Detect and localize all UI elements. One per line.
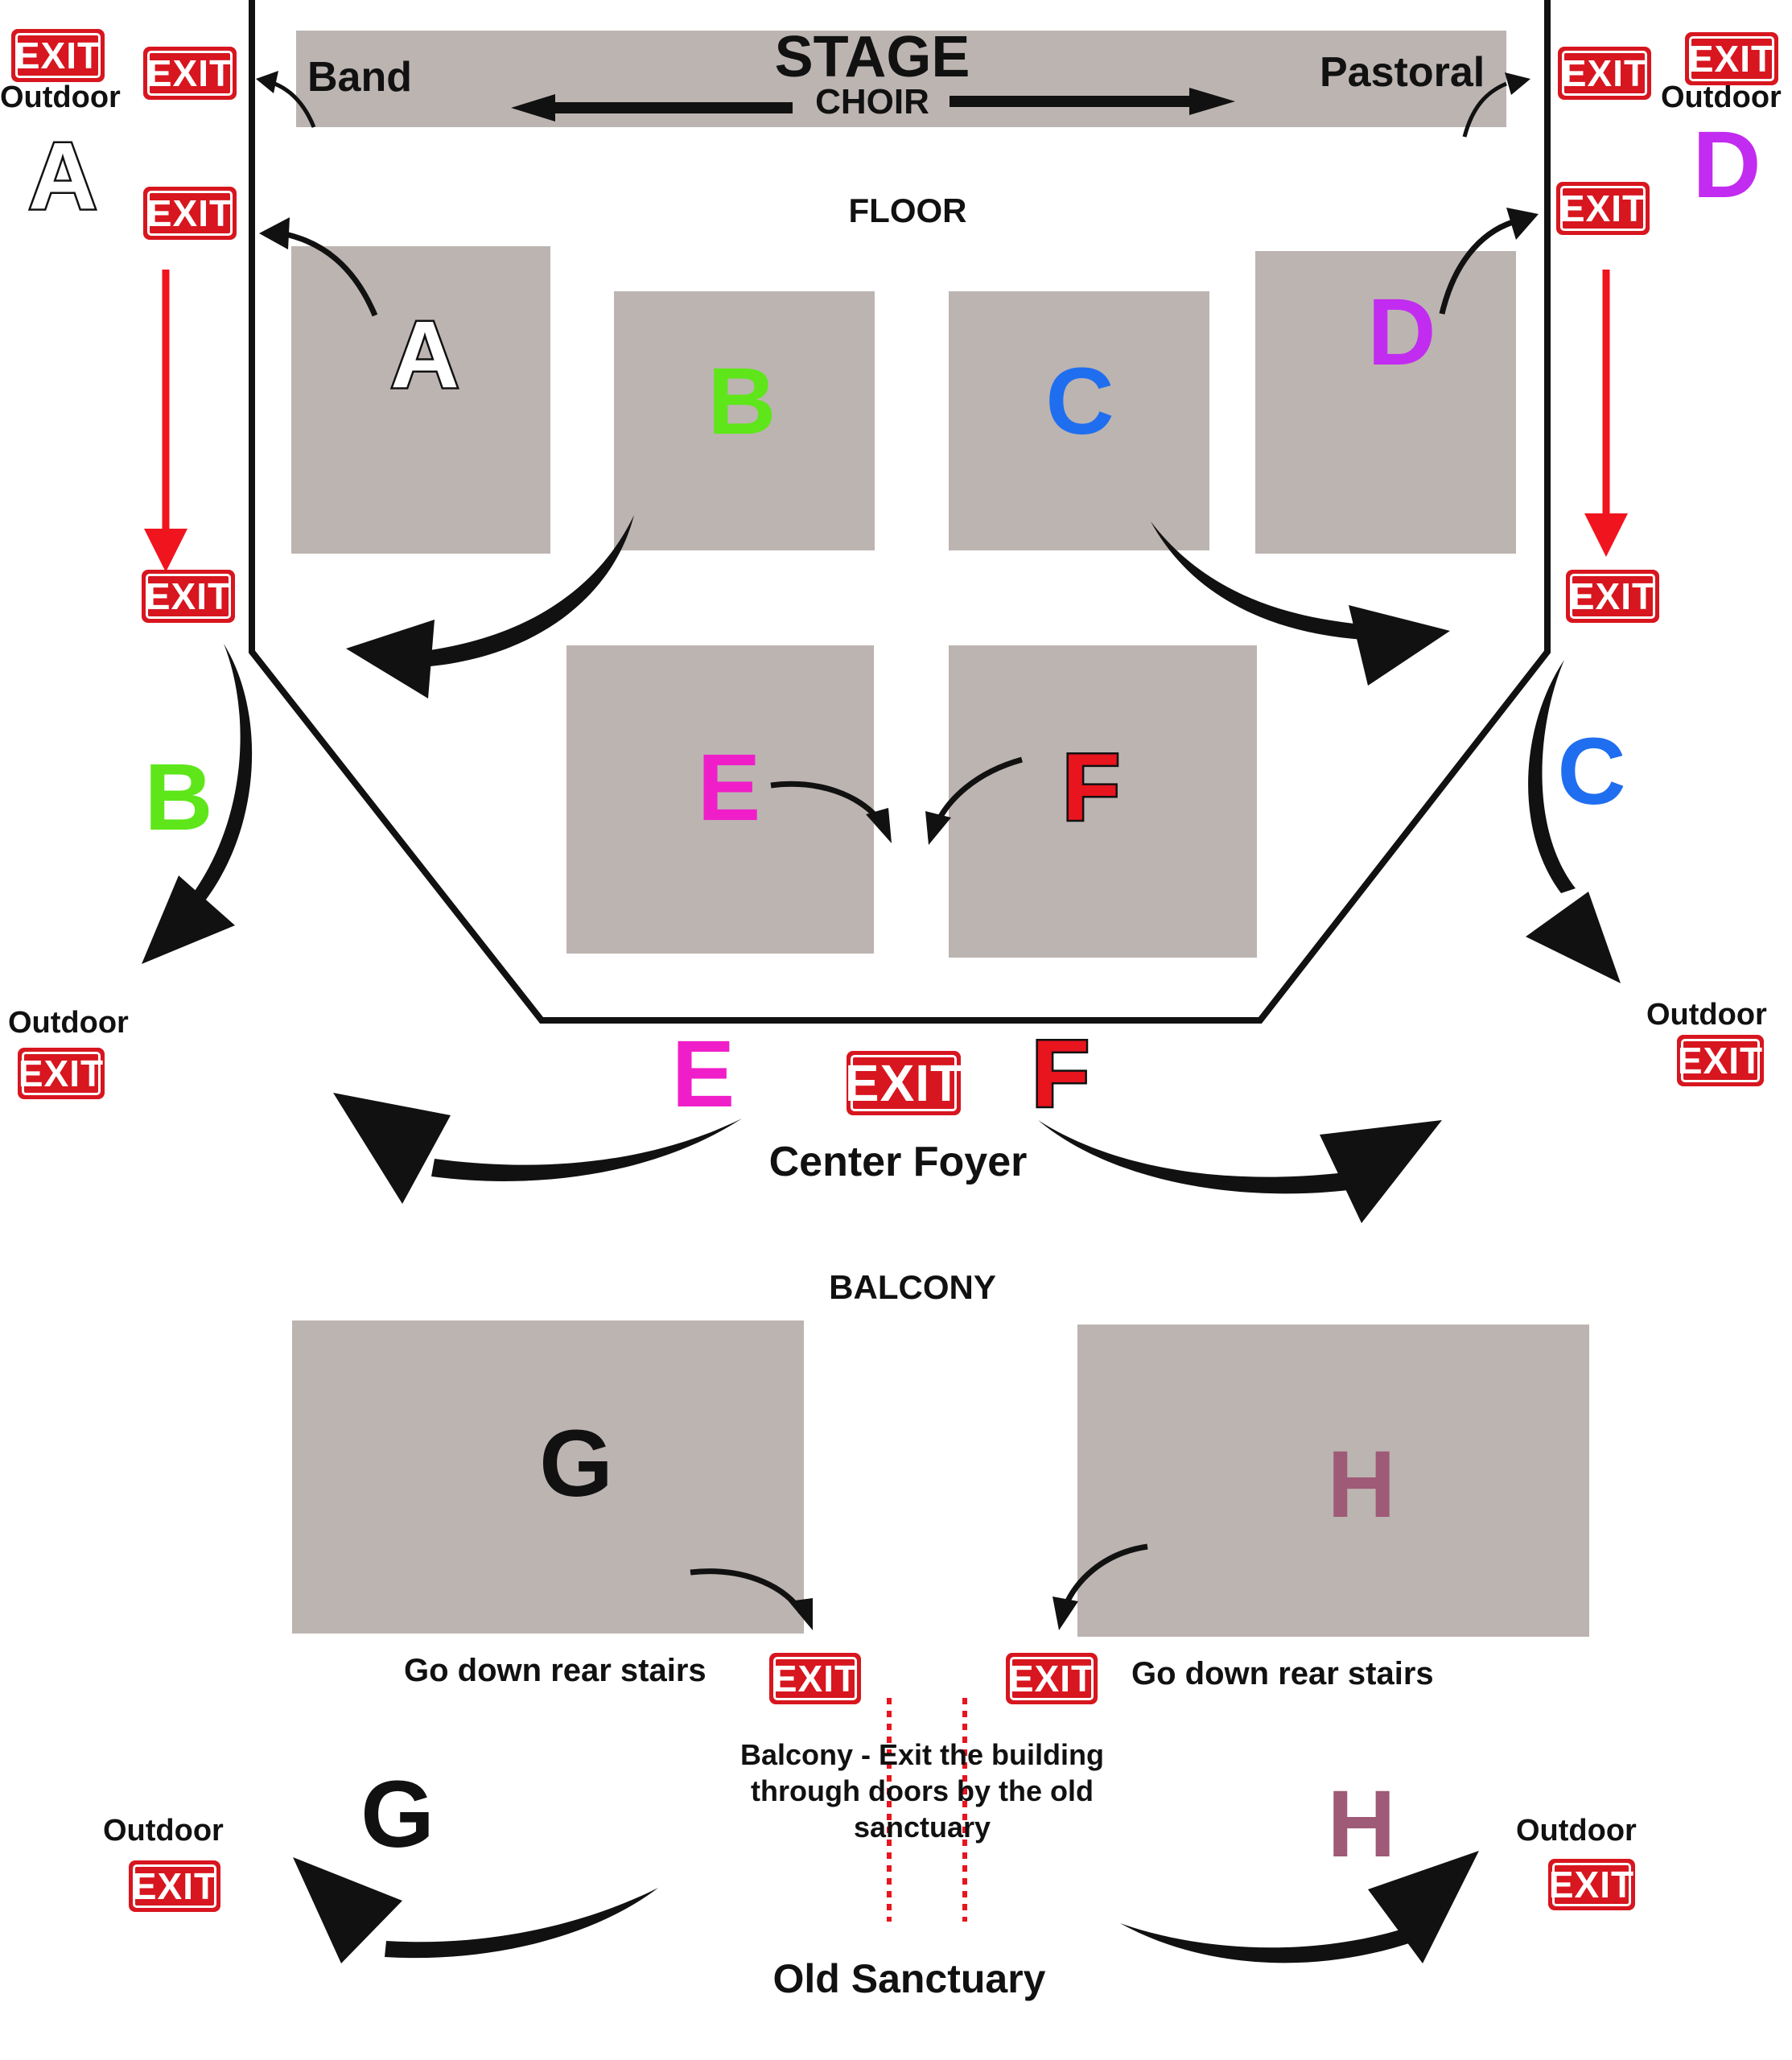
choir-arrow-right [950, 88, 1235, 115]
section-g-label: G [539, 1411, 613, 1517]
outdoor-label-bottom-left: Outdoor [103, 1814, 224, 1848]
floor-title: FLOOR [848, 192, 967, 229]
arrow-g-stairs [690, 1568, 813, 1630]
exit-sign-balcony-right: EXIT [1006, 1653, 1098, 1704]
seat-block-h [1077, 1325, 1589, 1637]
exit-sign-outdoor-right: EXIT [1677, 1035, 1764, 1086]
sanctuary-walls [249, 0, 1551, 1024]
exit-sign-balcony-left: EXIT [769, 1653, 861, 1704]
balcony-title: BALCONY [829, 1268, 996, 1306]
arrow-f-foyer [925, 756, 1023, 845]
arrow-band-exit [256, 71, 316, 128]
outdoor-label-left: Outdoor [8, 1006, 129, 1040]
route-c-label: C [1557, 719, 1626, 825]
route-h-label: H [1327, 1771, 1396, 1877]
arrow-b-outdoor [142, 644, 253, 964]
rear-stairs-left: Go down rear stairs [404, 1653, 707, 1688]
exit-sign-outdoor-top-left: EXIT [11, 29, 105, 82]
arrow-a-exit [259, 217, 378, 317]
stage-block [296, 31, 1506, 127]
exit-sign-outdoor-bottom-right: EXIT [1548, 1859, 1635, 1910]
rear-stairs-right: Go down rear stairs [1131, 1656, 1434, 1691]
arrow-c-floor [1151, 521, 1450, 686]
exit-sign-outdoor-left: EXIT [18, 1048, 105, 1099]
seat-block-b [614, 291, 875, 550]
stage-title: STAGE [774, 25, 970, 89]
section-b-label: B [707, 348, 777, 455]
exit-sign-lower-left: EXIT [142, 570, 235, 623]
route-f-label: F [1029, 1021, 1091, 1127]
route-e-label: E [671, 1021, 735, 1127]
center-foyer-label: Center Foyer [768, 1139, 1028, 1185]
exit-sign-floor-right: EXIT [1556, 182, 1650, 235]
section-a-label: A [389, 302, 461, 408]
route-a-label: A [27, 123, 99, 229]
arrow-e-foyer-outdoor [333, 1093, 742, 1204]
seat-block-f [949, 645, 1257, 958]
exit-sign-floor-left: EXIT [143, 187, 237, 240]
seat-block-e [566, 645, 874, 954]
outdoor-label-top-left: Outdoor [0, 80, 121, 114]
arrow-f-foyer-outdoor [1038, 1120, 1442, 1223]
section-e-label: E [697, 735, 761, 841]
choir-label: CHOIR [815, 82, 929, 122]
seat-block-a [291, 246, 550, 554]
balcony-exit-note: Balcony - Exit the building through door… [739, 1738, 1105, 1844]
exit-sign-pastoral: EXIT [1558, 47, 1651, 100]
choir-arrow-left [511, 94, 793, 122]
arrow-pastoral-exit [1462, 72, 1530, 138]
seat-block-g [292, 1320, 804, 1634]
band-label: Band [307, 54, 412, 101]
exit-sign-band: EXIT [143, 47, 237, 100]
arrow-d-exit [1439, 208, 1539, 315]
route-d-label: D [1692, 112, 1761, 218]
arrow-b-floor [346, 515, 634, 698]
route-b-label: B [144, 744, 213, 851]
outdoor-label-right: Outdoor [1646, 998, 1767, 1032]
exit-sign-outdoor-bottom-left: EXIT [129, 1860, 220, 1912]
pastoral-label: Pastoral [1320, 49, 1485, 96]
section-f-label: F [1060, 735, 1122, 841]
exit-sign-outdoor-top-right: EXIT [1685, 32, 1778, 85]
arrow-h-outdoor [1120, 1851, 1479, 1963]
section-h-label: H [1327, 1432, 1396, 1538]
outdoor-label-bottom-right: Outdoor [1516, 1814, 1637, 1848]
arrow-g-outdoor [293, 1857, 658, 1963]
old-sanctuary-label: Old Sanctuary [772, 1956, 1046, 2001]
section-d-label: D [1367, 279, 1436, 385]
seat-block-d [1255, 251, 1516, 554]
exit-sign-lower-right: EXIT [1566, 570, 1659, 623]
arrow-e-foyer [770, 781, 892, 843]
arrow-h-stairs [1053, 1543, 1148, 1630]
exit-sign-center-foyer: EXIT [845, 1051, 962, 1115]
seat-block-c [949, 291, 1209, 550]
route-g-label: G [360, 1761, 435, 1868]
outdoor-label-top-right: Outdoor [1661, 80, 1782, 114]
section-c-label: C [1045, 348, 1114, 455]
arrow-c-outdoor [1526, 660, 1621, 983]
